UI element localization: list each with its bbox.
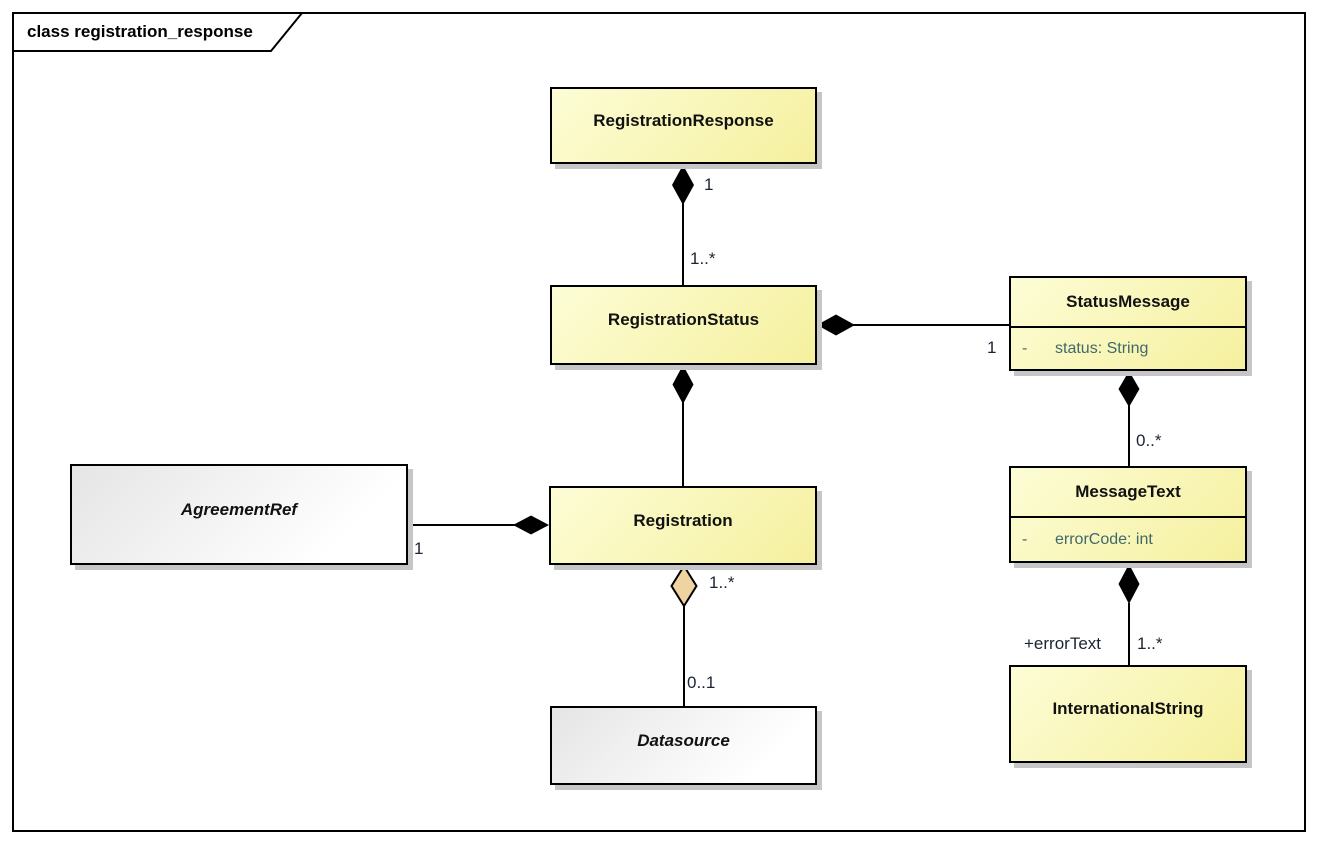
class-messagetext[interactable]: MessageText - errorCode: int xyxy=(1009,466,1247,563)
aggregation-diamond-icon xyxy=(670,564,698,608)
attribute-visibility: - xyxy=(1022,339,1028,357)
class-agreementref[interactable]: AgreementRef xyxy=(70,464,408,565)
connector-registrationresponse-registrationstatus[interactable] xyxy=(672,165,694,288)
class-name: Registration xyxy=(633,510,733,530)
connector-messagetext-internationalstring[interactable] xyxy=(1118,564,1140,667)
composition-diamond-icon xyxy=(1118,564,1140,604)
diagram-title: class registration_response xyxy=(27,22,253,41)
connector-statusmessage-messagetext[interactable] xyxy=(1118,371,1140,468)
composition-diamond-icon xyxy=(513,515,549,535)
connector-registrationstatus-registration[interactable] xyxy=(672,365,694,488)
class-registration[interactable]: Registration xyxy=(549,486,817,565)
attribute-row: - status: String xyxy=(1011,328,1245,369)
multiplicity-label: 0..1 xyxy=(687,673,716,692)
multiplicity-label: 1 xyxy=(414,539,424,558)
connector-registrationstatus-statusmessage[interactable] xyxy=(817,314,1011,336)
class-name: MessageText xyxy=(1011,468,1245,518)
multiplicity-label: 1 xyxy=(987,338,997,357)
class-statusmessage[interactable]: StatusMessage - status: String xyxy=(1009,276,1247,371)
class-name: StatusMessage xyxy=(1011,278,1245,328)
class-name: AgreementRef xyxy=(180,499,298,519)
composition-diamond-icon xyxy=(672,165,694,205)
role-label: +errorText xyxy=(1024,634,1101,653)
class-name: InternationalString xyxy=(1052,699,1204,718)
class-internationalstring[interactable]: InternationalString xyxy=(1009,665,1247,763)
multiplicity-label: 1..* xyxy=(1137,634,1163,653)
attribute-text: status: String xyxy=(1055,339,1149,357)
composition-diamond-icon xyxy=(672,365,694,404)
attribute-visibility: - xyxy=(1022,530,1028,548)
connector-registration-datasource[interactable] xyxy=(670,564,698,707)
composition-diamond-icon xyxy=(1118,371,1140,407)
multiplicity-label: 0..* xyxy=(1136,431,1162,450)
frame-title-tab xyxy=(12,12,305,52)
class-datasource[interactable]: Datasource xyxy=(550,706,817,785)
class-name: Datasource xyxy=(637,730,730,750)
multiplicity-label: 1..* xyxy=(709,573,735,592)
composition-diamond-icon xyxy=(817,314,855,336)
class-name: RegistrationStatus xyxy=(607,310,760,329)
multiplicity-label: 1..* xyxy=(690,249,716,268)
connector-registration-agreementref[interactable] xyxy=(406,515,549,535)
class-registrationstatus[interactable]: RegistrationStatus xyxy=(550,285,817,365)
attribute-text: errorCode: int xyxy=(1055,530,1153,548)
class-registrationresponse[interactable]: RegistrationResponse xyxy=(550,87,817,164)
class-name: RegistrationResponse xyxy=(593,110,774,130)
multiplicity-label: 1 xyxy=(704,175,714,194)
attribute-row: - errorCode: int xyxy=(1011,518,1245,561)
diagram-frame xyxy=(12,12,1306,832)
